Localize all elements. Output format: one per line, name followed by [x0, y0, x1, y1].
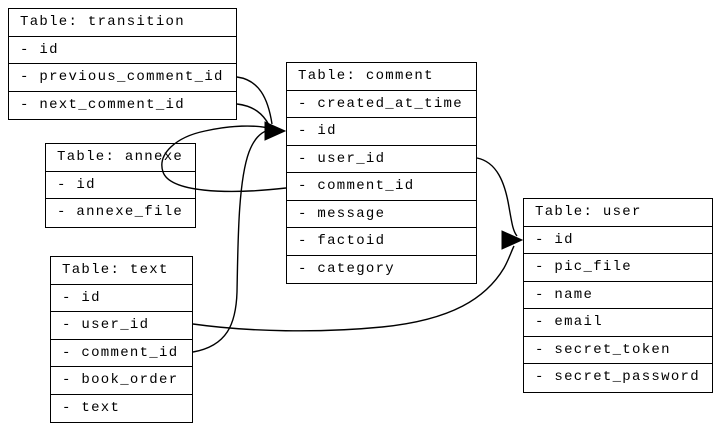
- table-field: - annexe_file: [57, 204, 184, 220]
- table-field: - comment_id: [51, 340, 192, 367]
- table-title: Table: text: [51, 257, 192, 285]
- table-field: - comment_id: [287, 173, 476, 201]
- arrowhead-comment-id: [264, 121, 287, 141]
- arrowhead-user-id: [501, 230, 524, 250]
- table-field: - factoid: [287, 228, 476, 256]
- table-user: Table: user - id - pic_file - name - ema…: [523, 198, 713, 393]
- table-field: - secret_password: [535, 369, 700, 385]
- table-field: - id: [287, 118, 476, 146]
- table-field: - message: [287, 201, 476, 228]
- table-field: - id: [9, 37, 236, 64]
- table-field: - secret_token: [524, 337, 712, 364]
- table-field: - user_id: [51, 312, 192, 340]
- table-field: - category: [298, 260, 396, 277]
- table-field: - id: [524, 227, 712, 254]
- table-text: Table: text - id - user_id - comment_id …: [50, 256, 193, 423]
- table-field: - next_comment_id: [20, 96, 185, 113]
- table-field: - previous_comment_id: [9, 64, 236, 92]
- table-title: Table: user: [524, 199, 712, 227]
- arrow-transition-next-comment-id-to-comment-id: [236, 103, 270, 126]
- table-title: Table: comment: [287, 63, 476, 91]
- table-field: - name: [524, 282, 712, 309]
- table-transition: Table: transition - id - previous_commen…: [8, 8, 237, 120]
- table-comment: Table: comment - created_at_time - id - …: [286, 62, 477, 284]
- table-annexe: Table: annexe - id - annexe_file: [45, 143, 196, 228]
- table-field: - id: [46, 172, 195, 199]
- arrow-comment-user-id-to-user-id: [476, 157, 518, 237]
- table-title: Table: annexe: [46, 144, 195, 172]
- arrow-transition-previous-comment-id-to-comment-id: [236, 76, 273, 125]
- table-field: - id: [51, 285, 192, 312]
- table-field: - text: [62, 399, 121, 416]
- table-field: - pic_file: [524, 254, 712, 282]
- arrow-text-comment-id-to-comment-id: [192, 129, 269, 353]
- table-field: - email: [524, 309, 712, 337]
- table-field: - created_at_time: [287, 91, 476, 118]
- table-field: - user_id: [287, 146, 476, 173]
- table-field: - book_order: [51, 367, 192, 395]
- table-title: Table: transition: [9, 9, 236, 37]
